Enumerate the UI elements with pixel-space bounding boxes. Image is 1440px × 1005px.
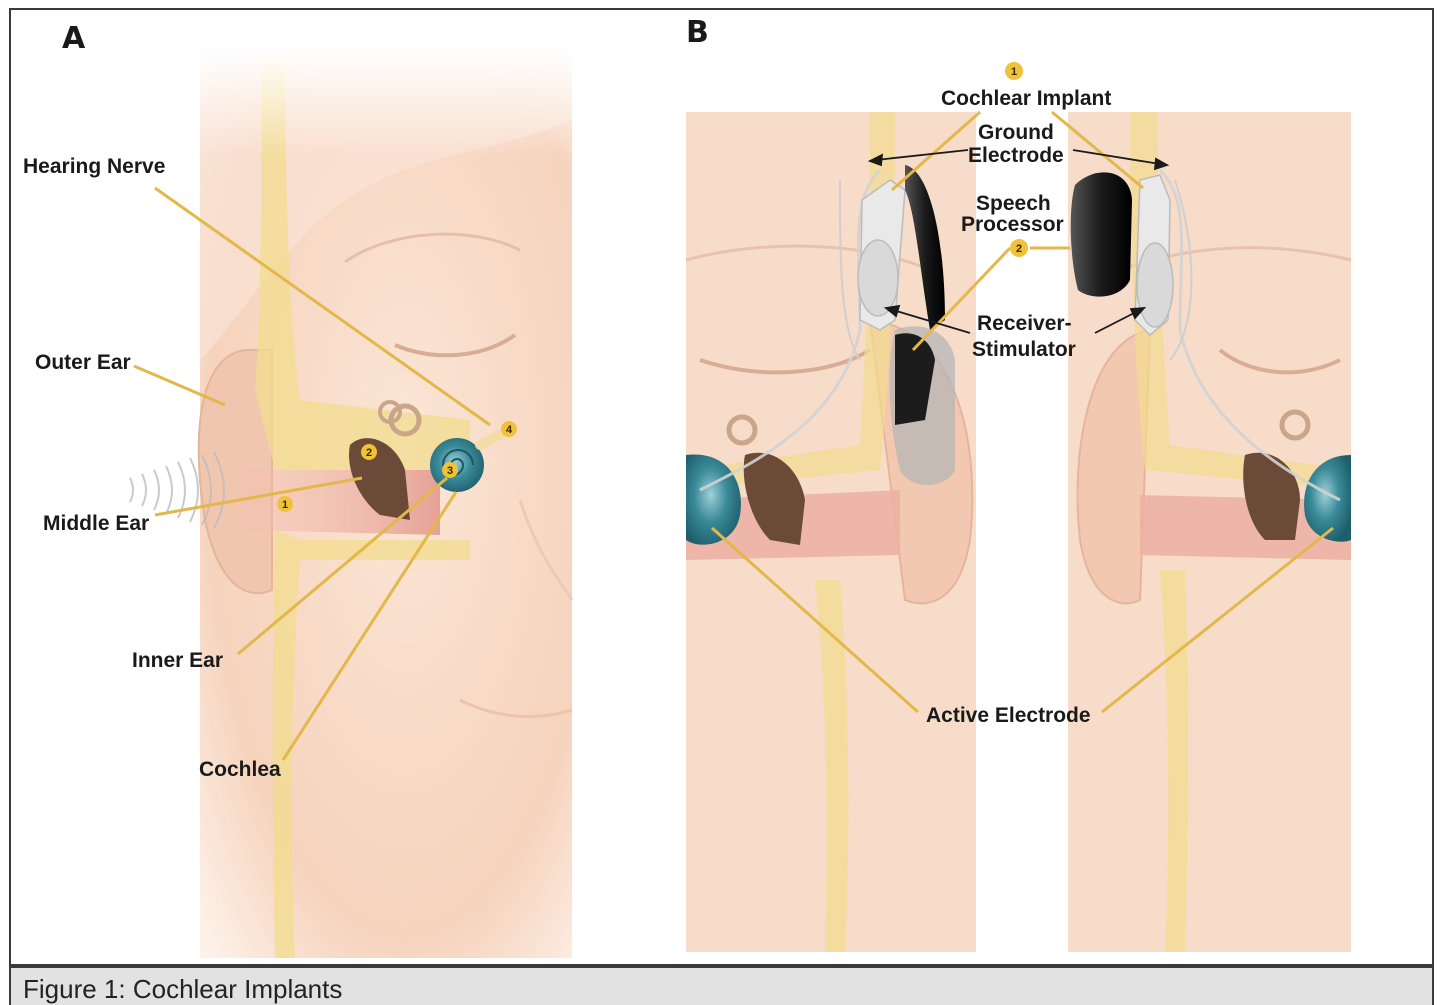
svg-text:3: 3 <box>447 465 453 477</box>
badge-3-a: 3 <box>442 462 458 478</box>
svg-text:2: 2 <box>366 447 372 459</box>
label-active-electrode: Active Electrode <box>926 704 1091 727</box>
panel-letter-b: B <box>686 15 709 50</box>
label-hearing-nerve: Hearing Nerve <box>23 155 165 178</box>
label-speech-processor-line1: Speech <box>976 192 1051 215</box>
label-receiver-stimulator-line2: Stimulator <box>972 338 1076 361</box>
label-speech-processor-line2: Processor <box>961 213 1064 236</box>
label-ground-electrode-line2: Electrode <box>968 144 1064 167</box>
label-outer-ear: Outer Ear <box>35 351 131 374</box>
figure-caption: Figure 1: Cochlear Implants <box>23 974 342 1005</box>
label-inner-ear: Inner Ear <box>132 649 223 672</box>
label-middle-ear: Middle Ear <box>43 512 149 535</box>
label-cochlear-implant: Cochlear Implant <box>941 87 1111 110</box>
badge-2-b: 2 <box>1010 239 1028 257</box>
badge-1-a: 1 <box>277 496 293 512</box>
svg-text:4: 4 <box>506 424 513 436</box>
caption-bar: Figure 1: Cochlear Implants <box>9 966 1434 1005</box>
panel-b-illustration <box>686 112 1351 952</box>
svg-text:2: 2 <box>1016 243 1022 255</box>
badge-2-a: 2 <box>361 444 377 460</box>
svg-text:1: 1 <box>1011 66 1017 78</box>
panel-letter-a: A <box>62 21 86 56</box>
label-receiver-stimulator-line1: Receiver- <box>977 312 1072 335</box>
badge-1-b: 1 <box>1005 62 1023 80</box>
label-cochlea: Cochlea <box>199 758 281 781</box>
badge-4-a: 4 <box>501 421 517 437</box>
speech-processor-right <box>1071 172 1132 296</box>
label-ground-electrode-line1: Ground <box>978 121 1054 144</box>
svg-text:1: 1 <box>282 499 288 511</box>
